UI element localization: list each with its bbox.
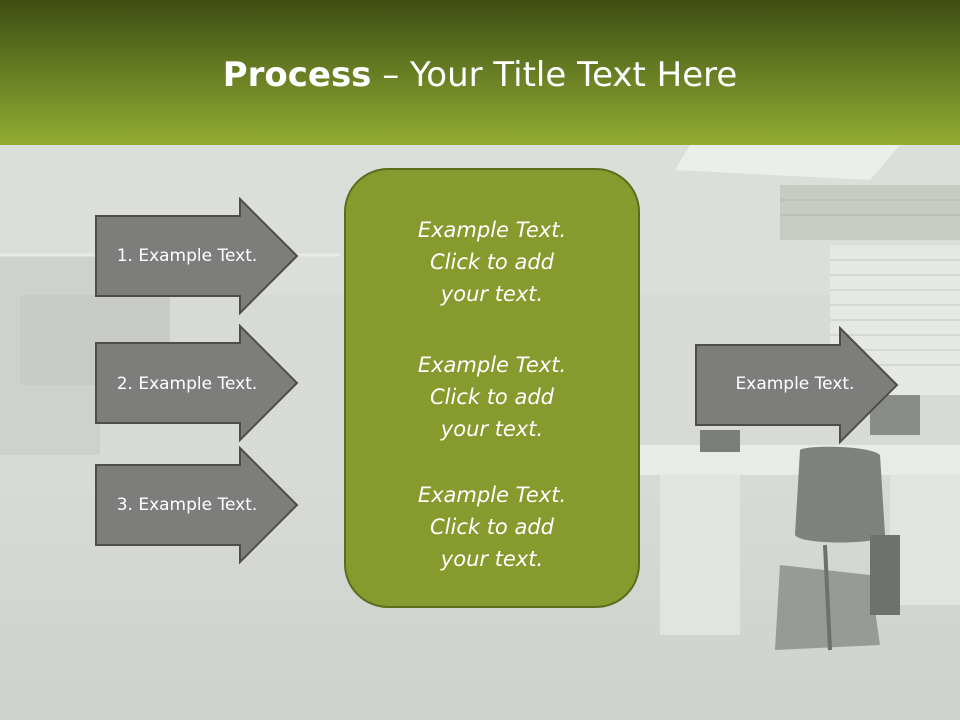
left-arrow-2-label: 2. Example Text. — [116, 374, 258, 394]
title-bold-part: Process — [222, 55, 372, 95]
right-arrow — [695, 326, 899, 444]
header-band — [0, 0, 960, 145]
center-paragraph-3-line-3: your text. — [440, 547, 544, 571]
center-paragraph-1-line-2: Click to add — [429, 250, 554, 274]
slide-title: Process – Your Title Text Here — [0, 52, 960, 98]
left-arrow-2 — [95, 324, 299, 442]
center-paragraph-1-line-3: your text. — [440, 282, 544, 306]
center-paragraph-3: Example Text. Click to add your text. — [346, 479, 638, 575]
left-arrow-1 — [95, 197, 299, 315]
center-paragraph-1-line-1: Example Text. — [417, 218, 567, 242]
center-paragraph-2-line-3: your text. — [440, 417, 544, 441]
center-text-box: Example Text. Click to add your text. Ex… — [344, 168, 640, 608]
title-rest-part: – Your Title Text Here — [371, 55, 738, 95]
center-paragraph-2: Example Text. Click to add your text. — [346, 349, 638, 445]
center-paragraph-2-line-2: Click to add — [429, 385, 554, 409]
center-paragraph-1: Example Text. Click to add your text. — [346, 214, 638, 310]
left-arrow-3-label: 3. Example Text. — [116, 495, 258, 515]
left-arrow-1-label: 1. Example Text. — [116, 246, 258, 266]
left-arrow-3 — [95, 446, 299, 564]
center-paragraph-3-line-1: Example Text. — [417, 483, 567, 507]
center-paragraph-2-line-1: Example Text. — [417, 353, 567, 377]
right-arrow-label: Example Text. — [735, 374, 855, 394]
center-paragraph-3-line-2: Click to add — [429, 515, 554, 539]
